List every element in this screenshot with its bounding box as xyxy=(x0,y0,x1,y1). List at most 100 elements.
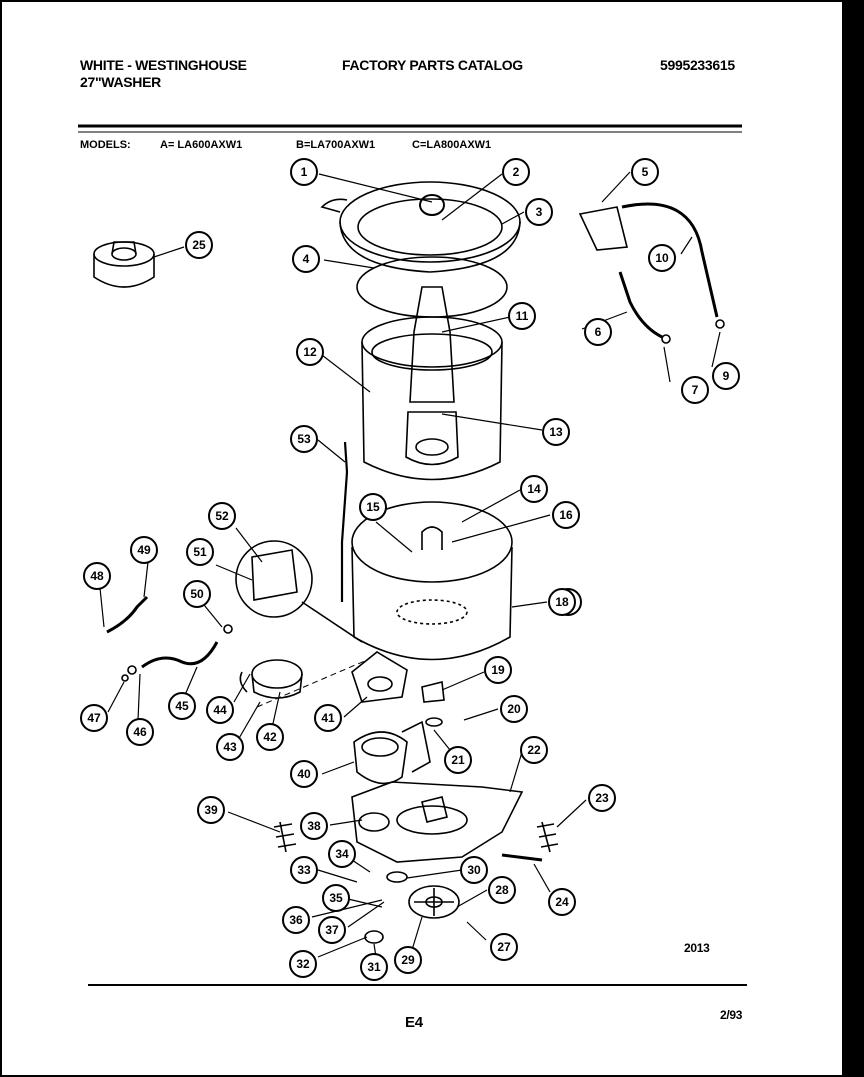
callout-28: 28 xyxy=(488,876,516,904)
part-30-drawing xyxy=(386,871,408,883)
callout-label: 50 xyxy=(190,587,204,601)
callout-20: 20 xyxy=(500,695,528,723)
parts-catalog-page: WHITE - WESTINGHOUSE 27"WASHER FACTORY P… xyxy=(2,2,842,1075)
callout-24: 24 xyxy=(548,888,576,916)
bolt-24-drawing xyxy=(501,853,543,862)
callout-37: 37 xyxy=(318,916,346,944)
hose-53-drawing xyxy=(340,441,349,602)
callout-label: 31 xyxy=(367,960,381,974)
model-b: B=LA700AXW1 xyxy=(296,139,376,151)
callout-29: 29 xyxy=(394,946,422,974)
callout-label: 30 xyxy=(467,863,481,877)
exploded-parts-diagram xyxy=(78,124,747,986)
callout-label: 12 xyxy=(303,345,317,359)
callout-36: 36 xyxy=(282,906,310,934)
callout-label: 14 xyxy=(527,482,541,496)
callout-32: 32 xyxy=(289,950,317,978)
callout-label: 47 xyxy=(87,711,101,725)
callout-25: 25 xyxy=(185,231,213,259)
callout-48: 48 xyxy=(83,562,111,590)
callout-44: 44 xyxy=(206,696,234,724)
callout-27: 27 xyxy=(490,933,518,961)
callout-label: 5 xyxy=(642,165,649,179)
callout-label: 25 xyxy=(192,238,206,252)
callout-3: 3 xyxy=(525,198,553,226)
callout-label: 51 xyxy=(193,545,207,559)
callout-14: 14 xyxy=(520,475,548,503)
callout-label: 24 xyxy=(555,895,569,909)
callout-label: 1 xyxy=(301,165,308,179)
callout-23: 23 xyxy=(588,784,616,812)
hose-6-drawing xyxy=(618,271,671,344)
catalog-title: FACTORY PARTS CATALOG xyxy=(342,57,523,73)
product-title: 27"WASHER xyxy=(80,74,161,90)
pulley-drawing xyxy=(408,885,460,919)
callout-label: 39 xyxy=(204,803,218,817)
inlet-hose-drawing xyxy=(578,202,725,329)
callout-11: 11 xyxy=(508,302,536,330)
drain-hose-drawing xyxy=(106,595,233,682)
callout-label: 52 xyxy=(215,509,229,523)
motor-drawing xyxy=(353,720,431,785)
catalog-number: 5995233615 xyxy=(660,57,735,73)
callout-label: 15 xyxy=(366,500,380,514)
callout-label: 23 xyxy=(595,791,609,805)
callout-22: 22 xyxy=(520,736,548,764)
callout-16: 16 xyxy=(552,501,580,529)
callout-label: 43 xyxy=(223,740,237,754)
base-drawing xyxy=(351,781,524,863)
callout-label: 40 xyxy=(297,767,311,781)
callout-label: 10 xyxy=(655,251,669,265)
callout-33: 33 xyxy=(290,856,318,884)
callout-label: 27 xyxy=(497,940,511,954)
callout-6: 6 xyxy=(584,318,612,346)
callout-47: 47 xyxy=(80,704,108,732)
part-25-drawing xyxy=(93,241,155,288)
drawing-number: 2013 xyxy=(684,941,710,955)
callout-15: 15 xyxy=(359,493,387,521)
detail-magnifier-drawing xyxy=(235,540,363,643)
callout-31: 31 xyxy=(360,953,388,981)
callout-38: 38 xyxy=(300,812,328,840)
callout-21: 21 xyxy=(444,746,472,774)
callout-50: 50 xyxy=(183,580,211,608)
catalog-date: 2/93 xyxy=(720,1008,743,1022)
callout-53: 53 xyxy=(290,425,318,453)
callout-2: 2 xyxy=(502,158,530,186)
callout-label: 38 xyxy=(307,819,321,833)
callout-label: 11 xyxy=(516,309,529,323)
callout-49: 49 xyxy=(130,536,158,564)
callout-layer: 1234567891011121314151618192021222324252… xyxy=(80,158,740,981)
callout-label: 13 xyxy=(549,425,563,439)
callout-30: 30 xyxy=(460,856,488,884)
callout-label: 19 xyxy=(491,663,505,677)
callout-label: 16 xyxy=(559,508,573,522)
callout-34: 34 xyxy=(328,840,356,868)
callout-label: 49 xyxy=(137,543,151,557)
callout-label: 20 xyxy=(507,702,521,716)
callout-43: 43 xyxy=(216,733,244,761)
brand-title: WHITE - WESTINGHOUSE xyxy=(80,57,247,73)
callout-41: 41 xyxy=(314,704,342,732)
callout-7: 7 xyxy=(681,376,709,404)
callout-42: 42 xyxy=(256,723,284,751)
callout-45: 45 xyxy=(168,692,196,720)
callout-label: 2 xyxy=(513,165,520,179)
models-label: MODELS: xyxy=(80,139,131,151)
outer-tub-drawing xyxy=(351,501,513,661)
callout-13: 13 xyxy=(542,418,570,446)
callout-label: 6 xyxy=(595,325,602,339)
spring-23-drawing xyxy=(536,821,559,853)
callout-label: 33 xyxy=(297,863,311,877)
callout-51: 51 xyxy=(186,538,214,566)
callout-label: 44 xyxy=(213,703,227,717)
coupling-drawing xyxy=(421,681,445,727)
callout-5: 5 xyxy=(631,158,659,186)
callout-19: 19 xyxy=(484,656,512,684)
callout-10: 10 xyxy=(648,244,676,272)
callout-label: 3 xyxy=(536,205,543,219)
callout-label: 42 xyxy=(263,730,277,744)
callout-label: 48 xyxy=(90,569,104,583)
callout-39: 39 xyxy=(197,796,225,824)
callout-label: 22 xyxy=(527,743,541,757)
